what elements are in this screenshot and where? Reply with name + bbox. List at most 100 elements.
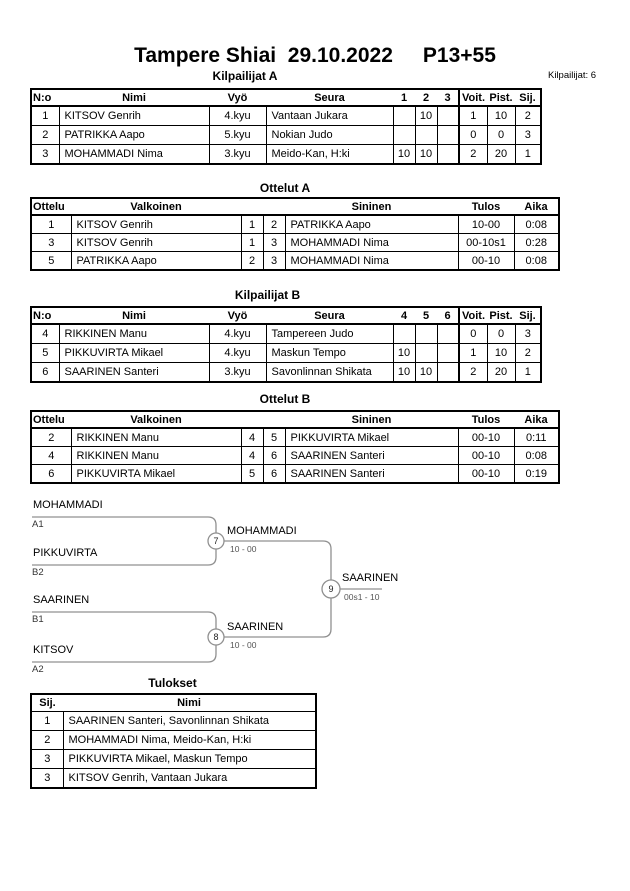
cell: 10 bbox=[486, 105, 516, 126]
table-row: 4 RIKKINEN Manu 4 6 SAARINEN Santeri 00-… bbox=[30, 446, 560, 465]
cell: 4.kyu bbox=[208, 105, 267, 126]
header-cell: 6 bbox=[437, 307, 459, 325]
match7-circle bbox=[207, 532, 225, 550]
table-row: 5 PIKKUVIRTA Mikael 4.kyu Maskun Tempo 1… bbox=[30, 343, 542, 363]
cell: Nokian Judo bbox=[265, 125, 394, 145]
cell: 2 bbox=[30, 730, 64, 750]
bracket-match-score: 10 - 00 bbox=[230, 544, 257, 554]
cell bbox=[436, 125, 460, 145]
cell: 3 bbox=[30, 749, 64, 769]
cell: 1 bbox=[30, 711, 64, 731]
cell: 3 bbox=[262, 233, 286, 252]
bracket-line-a1 bbox=[32, 516, 217, 533]
table-row: 6 SAARINEN Santeri 3.kyu Savonlinnan Shi… bbox=[30, 362, 542, 383]
match9-circle bbox=[321, 579, 341, 599]
pool-a-heading: Kilpailijat A bbox=[212, 69, 278, 83]
cell: 3 bbox=[30, 144, 60, 165]
bracket-winner-name: SAARINEN bbox=[227, 621, 284, 633]
cell bbox=[392, 323, 416, 344]
match-number: 9 bbox=[328, 584, 334, 594]
results-table: Sij. Nimi 1 SAARINEN Santeri, Savonlinna… bbox=[30, 693, 317, 789]
cell: Tampereen Judo bbox=[265, 323, 394, 344]
header-cell: Vyö bbox=[209, 89, 266, 107]
cell: 0 bbox=[458, 323, 488, 344]
cell: 3 bbox=[514, 125, 542, 145]
event-title: Tampere Shiai 29.10.2022 bbox=[134, 44, 393, 67]
pool-a-table: N:o Nimi Vyö Seura 1 2 3 Voit. Pist. Sij… bbox=[30, 88, 542, 165]
cell: 3 bbox=[30, 768, 64, 789]
table-row: 2 MOHAMMADI Nima, Meido-Kan, H:ki bbox=[30, 730, 317, 750]
header-cell: Voit. bbox=[458, 89, 487, 107]
cell: 1 bbox=[458, 343, 488, 363]
bracket-line-b2 bbox=[32, 549, 217, 566]
header-cell: 4 bbox=[393, 307, 415, 325]
cell: 1 bbox=[30, 105, 60, 126]
cell: 6 bbox=[262, 446, 286, 465]
cell bbox=[436, 323, 460, 344]
cell: RIKKINEN Manu bbox=[58, 323, 210, 344]
header-cell: Nimi bbox=[63, 694, 316, 712]
header-cell: 3 bbox=[437, 89, 459, 107]
bracket-slot-name: KITSOV bbox=[33, 644, 74, 656]
bracket-slot-name: SAARINEN bbox=[33, 594, 90, 606]
page-title: Tampere Shiai 29.10.2022 P13+55 bbox=[0, 44, 630, 68]
cell: Meido-Kan, H:ki bbox=[265, 144, 394, 165]
cell bbox=[392, 125, 416, 145]
cell: PATRIKKA Aapo bbox=[70, 251, 242, 271]
cell: 4 bbox=[30, 446, 72, 465]
header-cell: Sij. bbox=[515, 89, 541, 107]
cell: 4.kyu bbox=[208, 343, 267, 363]
pool-a-header-row: N:o Nimi Vyö Seura 1 2 3 Voit. Pist. Sij… bbox=[31, 89, 541, 107]
cell: PATRIKKA Aapo bbox=[284, 214, 459, 234]
table-row: 6 PIKKUVIRTA Mikael 5 6 SAARINEN Santeri… bbox=[30, 464, 560, 484]
cell bbox=[414, 343, 438, 363]
cell: MOHAMMADI Nima, Meido-Kan, H:ki bbox=[62, 730, 317, 750]
header-cell: Tulos bbox=[458, 411, 514, 429]
cell: RIKKINEN Manu bbox=[70, 427, 242, 447]
cell: 2 bbox=[30, 427, 72, 447]
cell: 1 bbox=[240, 233, 264, 252]
cell: Vantaan Jukara bbox=[265, 105, 394, 126]
cell bbox=[414, 323, 438, 344]
match8-circle bbox=[207, 628, 225, 646]
cell: 6 bbox=[262, 464, 286, 484]
matches-a-header-row: Ottelu Valkoinen Sininen Tulos Aika bbox=[31, 198, 559, 216]
cell: 5 bbox=[30, 251, 72, 271]
cell: 5 bbox=[240, 464, 264, 484]
match-number: 8 bbox=[213, 632, 219, 642]
cell: KITSOV Genrih bbox=[70, 233, 242, 252]
pool-b-table: N:o Nimi Vyö Seura 4 5 6 Voit. Pist. Sij… bbox=[30, 306, 542, 383]
competitors-count: Kilpailijat: 6 bbox=[548, 70, 597, 81]
header-cell: N:o bbox=[31, 307, 59, 325]
cell: 1 bbox=[240, 214, 264, 234]
cell: 10 bbox=[414, 362, 438, 383]
cell: 1 bbox=[514, 144, 542, 165]
header-cell: Sij. bbox=[31, 694, 63, 712]
cell: 10-00 bbox=[457, 214, 515, 234]
matches-b-header-row: Ottelu Valkoinen Sininen Tulos Aika bbox=[31, 411, 559, 429]
header-cell: Sininen bbox=[285, 411, 458, 429]
cell: 0:19 bbox=[513, 464, 560, 484]
cell: MOHAMMADI Nima bbox=[284, 251, 459, 271]
elimination-bracket: MOHAMMADI A1 PIKKUVIRTA B2 SAARINEN B1 K… bbox=[30, 495, 530, 685]
header-cell bbox=[241, 198, 263, 216]
cell: 10 bbox=[486, 343, 516, 363]
matches-a-table: Ottelu Valkoinen Sininen Tulos Aika 1 KI… bbox=[30, 197, 560, 271]
cell: 0:08 bbox=[513, 446, 560, 465]
bracket-seed-label: A2 bbox=[32, 664, 44, 675]
results-header-row: Sij. Nimi bbox=[31, 694, 316, 712]
bracket-seed-label: A1 bbox=[32, 519, 44, 530]
table-row: 3 PIKKUVIRTA Mikael, Maskun Tempo bbox=[30, 749, 317, 769]
pool-b-heading: Kilpailijat B bbox=[234, 288, 301, 302]
header-cell: Voit. bbox=[458, 307, 487, 325]
cell: SAARINEN Santeri, Savonlinnan Shikata bbox=[62, 711, 317, 731]
cell: 4.kyu bbox=[208, 323, 267, 344]
table-row: 2 RIKKINEN Manu 4 5 PIKKUVIRTA Mikael 00… bbox=[30, 427, 560, 447]
bracket-line-a2 bbox=[32, 645, 217, 663]
cell: KITSOV Genrih bbox=[70, 214, 242, 234]
header-cell: Ottelu bbox=[31, 198, 71, 216]
cell: PIKKUVIRTA Mikael bbox=[70, 464, 242, 484]
header-cell: Seura bbox=[266, 307, 393, 325]
bracket-match-score: 00s1 - 10 bbox=[344, 592, 380, 602]
cell bbox=[436, 362, 460, 383]
